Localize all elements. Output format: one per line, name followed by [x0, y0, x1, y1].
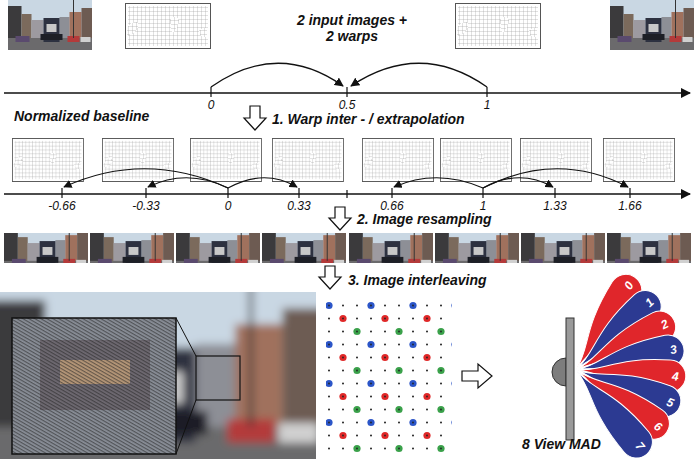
- step-heading: 2 input images + 2 warps: [296, 12, 408, 44]
- step-heading: 3. Image interleaving: [348, 272, 487, 288]
- tick-label: -0.66: [48, 199, 75, 213]
- tick-label: 1.33: [543, 199, 566, 213]
- tick-label: 0.33: [287, 199, 310, 213]
- tick-label: -0.33: [132, 199, 159, 213]
- step-heading: 2. Image resampling: [357, 211, 492, 227]
- view-number: 4: [672, 368, 680, 384]
- step-heading: 1. Warp inter - / extrapolation: [272, 111, 465, 127]
- tick-label: 0.66: [380, 199, 403, 213]
- tick-label: 0: [225, 199, 232, 213]
- tick-label: 1: [480, 199, 487, 213]
- display-title: 8 View MAD: [522, 436, 601, 452]
- tick-label: 1.66: [618, 199, 641, 213]
- tick-label: 0.5: [339, 98, 356, 112]
- axis-title: Normalized baseline: [14, 108, 149, 124]
- tick-label: 0: [208, 98, 215, 112]
- tick-label: 1: [484, 98, 491, 112]
